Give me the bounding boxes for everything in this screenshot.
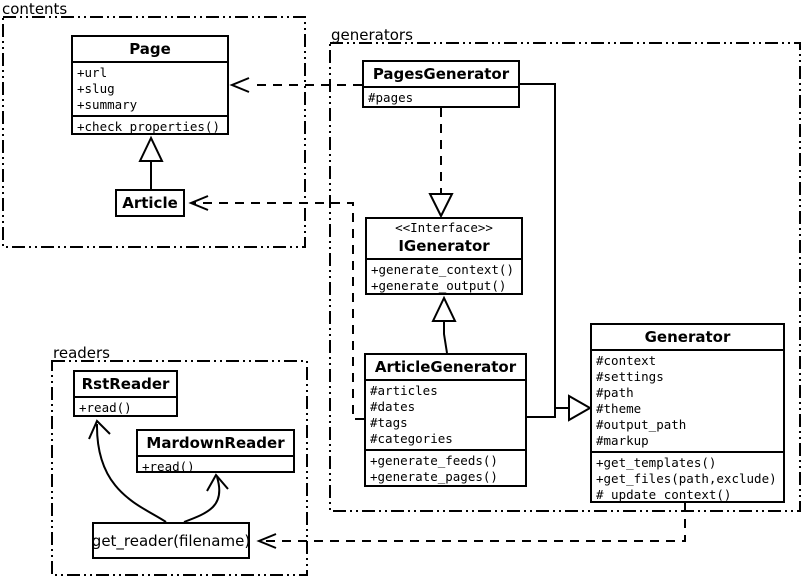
hollow-triangle-icon xyxy=(138,135,164,162)
class-article: Article xyxy=(115,189,185,217)
class-method: +check_properties() xyxy=(77,119,220,134)
class-generator: Generator #context #settings #path #them… xyxy=(590,323,785,503)
hollow-triangle-icon xyxy=(428,193,454,219)
class-mardownreader: MardownReader +read() xyxy=(136,429,295,473)
open-arrowhead-icon xyxy=(229,77,250,93)
attributes-section: #context #settings #path #theme #output_… xyxy=(592,349,783,451)
class-attribute: +slug xyxy=(77,81,115,96)
class-attribute: #pages xyxy=(368,90,414,105)
class-method: +generate_pages() xyxy=(370,469,498,484)
inheritance-pagesgenerator-generator xyxy=(520,83,556,407)
class-attribute: #context xyxy=(596,353,657,368)
class-name: MardownReader xyxy=(146,434,285,452)
class-attribute: #path xyxy=(596,385,634,400)
class-method: +get_templates() xyxy=(596,455,717,470)
class-pagesgenerator: PagesGenerator #pages xyxy=(362,60,520,108)
methods-section: +generate_context() +generate_output() xyxy=(367,258,521,293)
open-arrowhead-icon xyxy=(256,533,277,549)
hollow-triangle-icon xyxy=(431,295,457,322)
methods-section: +read() xyxy=(75,396,176,415)
dependency-generator-getreader xyxy=(260,503,686,542)
class-name: PagesGenerator xyxy=(372,65,510,83)
attributes-section: #pages xyxy=(364,86,518,106)
class-method: +get_files(path,exclude) xyxy=(596,471,777,486)
methods-section: +generate_feeds() +generate_pages() xyxy=(366,449,525,485)
package-border-contents xyxy=(2,16,306,248)
class-attribute: +url xyxy=(77,65,108,80)
methods-section: +read() xyxy=(138,455,293,473)
methods-section: +get_templates() +get_files(path,exclude… xyxy=(592,451,783,502)
attributes-section: +url +slug +summary xyxy=(73,61,227,115)
class-attribute: #articles xyxy=(370,383,438,398)
class-articlegenerator: ArticleGenerator #articles #dates #tags … xyxy=(364,353,527,487)
class-method: +generate_context() xyxy=(371,262,514,277)
open-arrowhead-icon xyxy=(188,195,209,211)
inheritance-articlegenerator-igenerator xyxy=(443,321,448,354)
class-name: Generator xyxy=(644,328,731,346)
class-method: +read() xyxy=(79,400,132,415)
class-attribute: #settings xyxy=(596,369,664,384)
class-method: #_update_context() xyxy=(596,487,732,502)
package-border-readers xyxy=(51,360,308,576)
class-name: <<Interface>> IGenerator xyxy=(367,219,521,258)
open-arrowhead-icon xyxy=(206,473,229,492)
class-attribute: #markup xyxy=(596,433,649,448)
class-attribute: #tags xyxy=(370,415,408,430)
inheritance-articlegenerator-generator xyxy=(527,407,556,418)
class-rstreader: RstReader +read() xyxy=(73,370,178,417)
methods-section: +check_properties() xyxy=(73,115,227,134)
call-getreader-mardownreader xyxy=(183,476,221,523)
class-page: Page +url +slug +summary +check_properti… xyxy=(71,35,229,135)
class-attribute: +summary xyxy=(77,97,138,112)
call-getreader-rstreader xyxy=(95,423,167,523)
hollow-triangle-icon xyxy=(568,394,593,422)
package-border-generators xyxy=(329,42,801,512)
class-name-text: IGenerator xyxy=(398,237,490,255)
class-name: ArticleGenerator xyxy=(374,358,517,376)
class-attribute: #categories xyxy=(370,431,453,446)
function-get-reader: get_reader(filename) xyxy=(92,522,250,559)
open-arrowhead-icon xyxy=(88,419,111,440)
package-label-contents: contents xyxy=(2,0,68,18)
class-method: +generate_output() xyxy=(371,278,507,293)
class-name: RstReader xyxy=(81,375,170,393)
class-method: +read() xyxy=(142,459,195,473)
class-attribute: #dates xyxy=(370,399,416,414)
package-label-generators: generators xyxy=(331,26,413,44)
class-method: +generate_feeds() xyxy=(370,453,498,468)
class-name: Article xyxy=(122,194,178,212)
dependency-articlegenerator-article xyxy=(192,202,364,420)
attributes-section: #articles #dates #tags #categories xyxy=(366,379,525,449)
class-attribute: #theme xyxy=(596,401,642,416)
class-attribute: #output_path xyxy=(596,417,687,432)
interface-stereotype: <<Interface>> xyxy=(395,220,493,235)
class-igenerator: <<Interface>> IGenerator +generate_conte… xyxy=(365,217,523,295)
package-label-readers: readers xyxy=(53,344,110,362)
class-name: Page xyxy=(129,40,171,58)
